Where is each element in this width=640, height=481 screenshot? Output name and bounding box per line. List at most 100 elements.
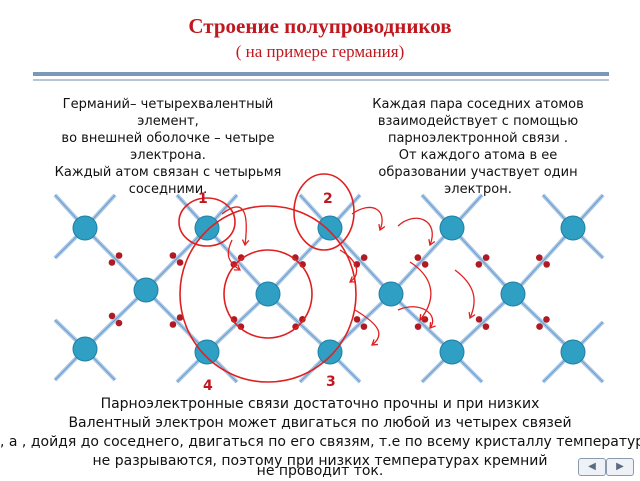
electron-motion-arrow [397,306,434,329]
germanium-atom [560,339,586,365]
arrowhead [429,321,436,329]
electron [414,254,422,261]
arrowhead [349,276,357,283]
germanium-atom [72,336,98,362]
left-text-line: Германий– четырехвалентный [62,97,274,112]
electron [292,254,299,261]
bond-line-core [267,227,331,295]
germanium-atom [439,215,465,241]
arrowhead [428,238,436,247]
electron [108,259,116,266]
next-slide-button[interactable]: ▶ [606,458,634,476]
electron [115,319,123,327]
right-text-line: От каждого атома в ее [398,148,558,163]
arrowhead [233,264,242,271]
electron [482,323,490,330]
arrowhead [468,311,476,320]
bottom-text-part: не разрываются, поэтому при низких темпе… [92,453,548,469]
right-text-line: образовании участвует один [378,165,578,180]
bond-line-core [451,293,514,353]
bottom-text-line-4: не разрываются, поэтому при низких темпе… [0,452,640,471]
germanium-atom [317,339,343,365]
highlight-ellipse-1 [178,197,236,247]
electron [421,261,429,268]
electron-motion-arrow [227,239,241,271]
bond-line-core [512,227,574,295]
electron [353,316,361,323]
arrowhead [378,223,386,232]
electron [475,316,483,323]
right-text-line: Каждая пара соседних атомов [372,97,584,112]
left-text-line: во внешней оболочке – четыре [61,131,275,146]
prev-slide-button[interactable]: ◀ [578,458,606,476]
electron-motion-arrow [351,206,383,231]
title-divider-thin [33,79,609,81]
bottom-text-line-1: Парноэлектронные связи достаточно прочны… [0,395,640,414]
germanium-atom [194,215,220,241]
left-description: Германий– четырехвалентный элемент, во в… [18,96,318,198]
left-text-line: соседними. [128,182,208,197]
bottom-text-line-5: не проводит ток. [0,462,640,481]
electron [176,259,184,266]
germanium-atom [317,215,343,241]
slide-title: Строение полупроводников [188,14,452,38]
germanium-atom [194,339,220,365]
bottom-text-overlap-b: Валентный электрон может двигаться по лю… [68,415,572,431]
electron [237,254,245,261]
germanium-atom [255,281,281,307]
germanium-atom [133,277,159,303]
electron [482,254,490,261]
electron-motion-arrow [221,206,247,246]
electron [536,323,543,330]
bond-line-core [329,293,392,353]
bottom-text-line-2: Валентный электрон может двигаться по лю… [0,414,640,433]
germanium-atom [378,281,404,307]
bottom-text-part: , а , дойдя до соседнего, двигаться по е… [0,434,552,450]
bond-line-core [512,293,574,353]
electron-motion-arrow [354,309,380,346]
electron [543,316,550,323]
bond-line-core [206,227,269,295]
germanium-atom [439,339,465,365]
electron [360,254,368,261]
bond-line-core [329,227,392,295]
electron [414,323,422,330]
label-3: 3 [326,374,336,390]
left-text-line: Каждый атом связан с четырьмя [54,165,282,180]
electron-motion-arrow [454,269,475,319]
bottom-text-line-3: , а , дойдя до соседнего, двигаться по е… [0,433,640,452]
electron [536,254,543,261]
right-text-line: взаимодействует с помощью [377,114,579,129]
electron [299,316,306,323]
electron-motion-arrow [397,217,433,246]
label-1: 1 [198,191,208,207]
highlight-circle-large [179,205,357,383]
bond-line-core [451,227,514,295]
bond-line-core [84,227,147,291]
slide-subtitle: ( на примере германия) [235,42,405,61]
bond-line-core [145,289,208,353]
bond-line-core [390,293,453,353]
title-divider [33,72,609,76]
bottom-text-overlap-a: Парноэлектронные связи достаточно прочны… [100,396,540,412]
germanium-atom [560,215,586,241]
electron [421,316,429,323]
electron-motion-arrow [409,261,432,321]
bottom-text-part: температурах [556,434,640,450]
bond-line-core [267,293,331,353]
highlight-circle-small [223,249,313,339]
electron [176,314,184,321]
left-text-line: элемент, [137,114,199,129]
electron [169,252,177,259]
bond-line-core [84,289,147,350]
electron [543,261,550,268]
bond-line-core [390,227,453,295]
right-text-line: парноэлектронной связи . [387,131,569,146]
electron-motion-arrow [339,249,358,283]
electron [115,252,123,259]
right-description: Каждая пара соседних атомов взаимодейств… [328,96,628,198]
arrowhead [371,339,379,346]
electron [108,312,116,320]
bond-line-core [206,293,269,353]
